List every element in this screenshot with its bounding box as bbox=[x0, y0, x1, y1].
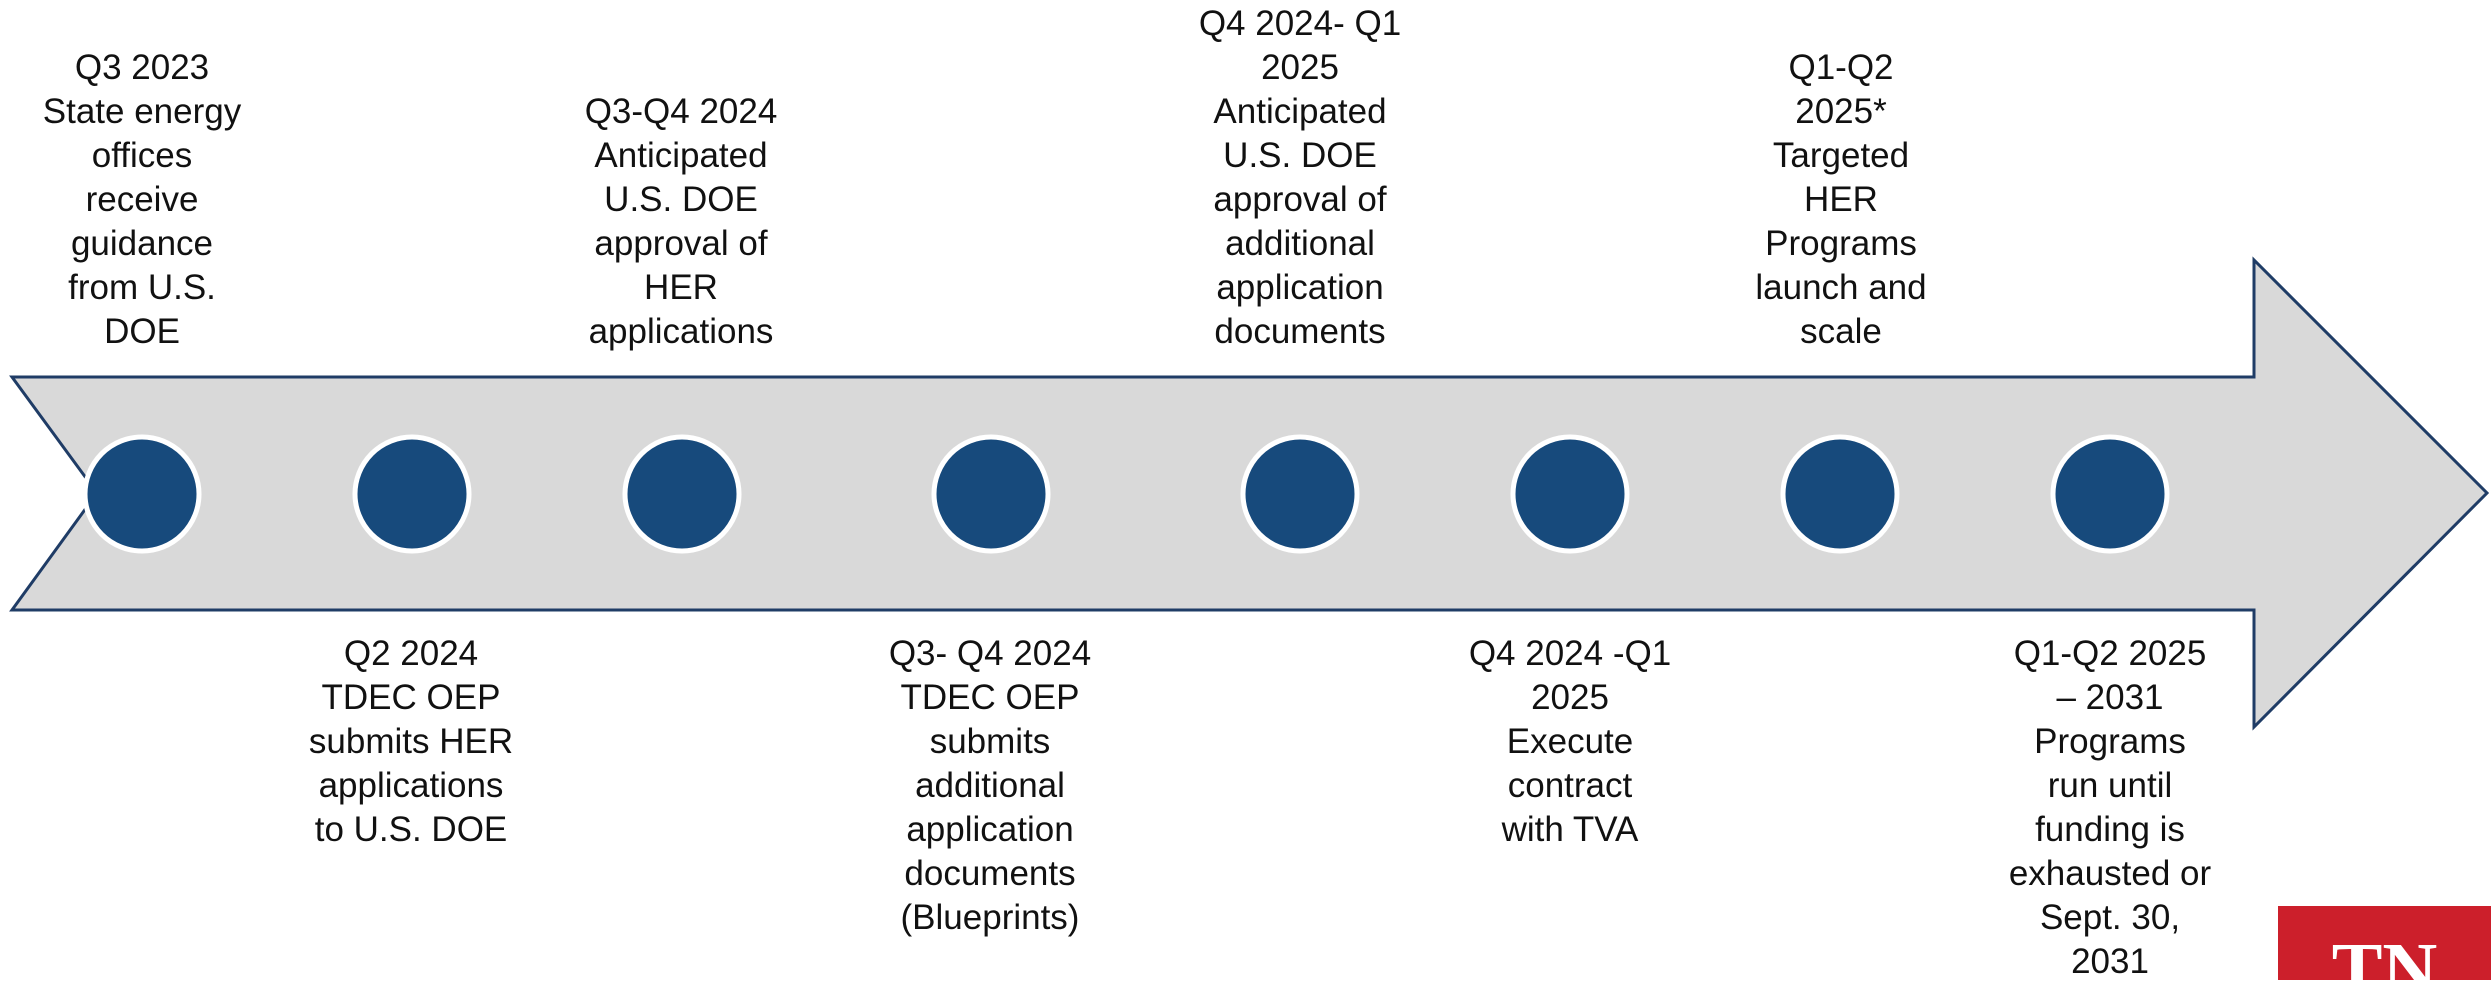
label-line: launch and bbox=[1755, 268, 1927, 307]
label-line: TDEC OEP bbox=[321, 678, 501, 717]
milestone-label-q2-2024: Q2 2024 TDEC OEP submits HER application… bbox=[281, 632, 541, 852]
milestone-dot-6 bbox=[1510, 434, 1630, 554]
label-line: application bbox=[906, 810, 1074, 849]
label-line: submits HER bbox=[308, 722, 514, 761]
label-line: applications bbox=[318, 766, 504, 805]
label-line: Anticipated bbox=[594, 136, 768, 175]
label-line: guidance bbox=[70, 224, 214, 263]
label-line: exhausted or bbox=[2008, 854, 2212, 893]
label-line: 2025 bbox=[1261, 48, 1339, 87]
label-line: Q2 2024 bbox=[343, 634, 479, 673]
milestone-label-q1-q2-2025-launch: Q1-Q2 2025* Targeted HER Programs launch… bbox=[1711, 46, 1971, 354]
label-line: Q4 2024- Q1 bbox=[1198, 4, 1402, 43]
label-line: applications bbox=[588, 312, 774, 351]
label-line: Q4 2024 -Q1 bbox=[1468, 634, 1672, 673]
label-line: additional bbox=[1225, 224, 1375, 263]
label-line: 2025 bbox=[1531, 678, 1609, 717]
milestone-label-q3-q4-2024-approval: Q3-Q4 2024 Anticipated U.S. DOE approval… bbox=[551, 90, 811, 354]
label-line: approval of bbox=[1213, 180, 1387, 219]
label-line: Execute bbox=[1506, 722, 1634, 761]
label-line: submits bbox=[929, 722, 1051, 761]
label-line: 2031 bbox=[2071, 942, 2149, 981]
label-line: Q3-Q4 2024 bbox=[584, 92, 778, 131]
label-line: HER bbox=[1804, 180, 1878, 219]
label-line: receive bbox=[85, 180, 199, 219]
milestone-markers bbox=[82, 434, 2170, 554]
label-line: documents bbox=[1214, 312, 1386, 351]
label-line: Anticipated bbox=[1213, 92, 1387, 131]
label-line: Q3- Q4 2024 bbox=[888, 634, 1092, 673]
label-line: – 2031 bbox=[2056, 678, 2164, 717]
milestone-dot-4 bbox=[931, 434, 1051, 554]
tn-logo: TN bbox=[2278, 906, 2491, 980]
label-line: Programs bbox=[1765, 224, 1917, 263]
milestone-label-q3-2023: Q3 2023 State energy offices receive gui… bbox=[12, 46, 272, 354]
milestone-dot-1 bbox=[82, 434, 202, 554]
milestone-dot-2 bbox=[352, 434, 472, 554]
label-line: funding is bbox=[2035, 810, 2185, 849]
label-line: Q1-Q2 bbox=[1788, 48, 1894, 87]
label-line: Sept. 30, bbox=[2039, 898, 2181, 937]
label-line: scale bbox=[1800, 312, 1882, 351]
label-line: additional bbox=[915, 766, 1065, 805]
label-line: DOE bbox=[104, 312, 180, 351]
milestone-dot-5 bbox=[1240, 434, 1360, 554]
label-line: to U.S. DOE bbox=[314, 810, 508, 849]
milestone-label-q3-q4-2024-blueprints: Q3- Q4 2024 TDEC OEP submits additional … bbox=[860, 632, 1120, 940]
label-line: State energy bbox=[42, 92, 242, 131]
milestone-label-q4-2024-q1-2025-tva: Q4 2024 -Q1 2025 Execute contract with T… bbox=[1440, 632, 1700, 852]
label-line: U.S. DOE bbox=[604, 180, 758, 219]
label-line: application bbox=[1216, 268, 1384, 307]
label-line: approval of bbox=[594, 224, 768, 263]
label-line: Q1-Q2 2025 bbox=[2013, 634, 2207, 673]
label-line: TDEC OEP bbox=[900, 678, 1080, 717]
label-line: Targeted bbox=[1772, 136, 1910, 175]
label-line: contract bbox=[1507, 766, 1633, 805]
label-line: (Blueprints) bbox=[900, 898, 1080, 937]
milestone-dot-8 bbox=[2050, 434, 2170, 554]
milestone-dot-7 bbox=[1780, 434, 1900, 554]
label-line: offices bbox=[91, 136, 193, 175]
milestone-label-q1-q2-2025-2031: Q1-Q2 2025 – 2031 Programs run until fun… bbox=[1980, 632, 2240, 984]
milestone-dot-3 bbox=[622, 434, 742, 554]
label-line: HER bbox=[644, 268, 718, 307]
tn-logo-text: TN bbox=[2331, 928, 2438, 980]
label-line: with TVA bbox=[1501, 810, 1639, 849]
label-line: documents bbox=[904, 854, 1076, 893]
label-line: from U.S. bbox=[68, 268, 216, 307]
label-line: Q3 2023 bbox=[74, 48, 210, 87]
label-line: Programs bbox=[2034, 722, 2186, 761]
label-line: U.S. DOE bbox=[1223, 136, 1377, 175]
milestone-label-q4-2024-q1-2025-approval: Q4 2024- Q1 2025 Anticipated U.S. DOE ap… bbox=[1170, 2, 1430, 354]
label-line: 2025* bbox=[1795, 92, 1887, 131]
label-line: run until bbox=[2047, 766, 2173, 805]
